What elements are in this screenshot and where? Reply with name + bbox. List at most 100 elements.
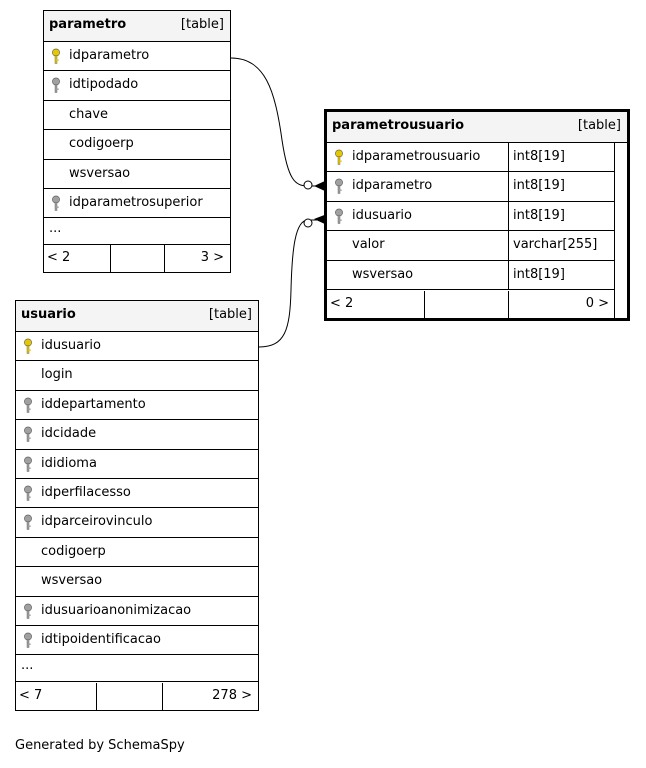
crowfoot-icon	[314, 180, 327, 192]
no-key-spacer	[50, 136, 62, 153]
foreign-key-icon	[50, 77, 62, 94]
parents-count-cell[interactable]: < 7	[16, 683, 96, 710]
column-row[interactable]: idusuario int8[19]	[327, 201, 615, 232]
column-row[interactable]: valor varchar[255]	[327, 231, 615, 261]
column-row[interactable]: idparceirovinculo	[16, 508, 258, 538]
connector-end-circle	[303, 218, 313, 228]
column-type-cell: int8[19]	[508, 172, 615, 201]
foreign-key-icon	[22, 485, 34, 502]
column-type: varchar[255]	[513, 237, 598, 253]
table-name[interactable]: parametro	[49, 17, 127, 32]
connector-usuario-to-parametrousuario	[258, 219, 327, 348]
column-row[interactable]: idparametrousuario int8[19]	[327, 143, 615, 173]
no-key-spacer	[333, 267, 345, 284]
column-row[interactable]: idusuario	[16, 332, 258, 362]
column-row[interactable]: wsversao	[44, 160, 230, 189]
column-type-cell: varchar[255]	[508, 231, 615, 260]
no-key-spacer	[50, 166, 62, 183]
table-parametro[interactable]: parametro [table] idparametro idtipodado c…	[43, 10, 231, 273]
column-name: iddepartamento	[41, 396, 146, 412]
column-name: idparametrosuperior	[69, 194, 203, 210]
column-name: chave	[69, 106, 109, 122]
parents-count-cell[interactable]: < 2	[327, 291, 424, 318]
column-name: wsversao	[41, 573, 103, 589]
foreign-key-icon	[22, 632, 34, 649]
children-count[interactable]: 278 >	[212, 688, 252, 703]
column-name: idusuarioanonimizacao	[41, 602, 192, 618]
column-row[interactable]: idtipodado	[44, 71, 230, 101]
parents-count[interactable]: < 2	[47, 250, 71, 265]
children-count[interactable]: 3 >	[200, 250, 224, 265]
foreign-key-icon	[22, 426, 34, 443]
column-name: valor	[352, 237, 385, 253]
column-name: wsversao	[69, 165, 131, 181]
parents-count-cell[interactable]: < 2	[44, 245, 110, 272]
column-name: idparceirovinculo	[41, 514, 153, 530]
column-type: int8[19]	[513, 266, 565, 282]
column-row[interactable]: ididioma	[16, 450, 258, 479]
parents-count[interactable]: < 7	[19, 688, 43, 703]
children-count-cell[interactable]: 0 >	[508, 291, 615, 318]
no-key-spacer	[22, 544, 34, 561]
foreign-key-icon	[22, 456, 34, 473]
primary-key-icon	[22, 338, 34, 355]
children-count[interactable]: 0 >	[585, 296, 609, 311]
ellipsis-label: ...	[21, 658, 34, 674]
table-usuario[interactable]: usuario [table] idusuario login iddepartam…	[15, 300, 259, 711]
no-key-spacer	[22, 573, 34, 590]
column-name: idparametro	[69, 48, 150, 63]
column-row[interactable]: idcidade	[16, 420, 258, 450]
column-row[interactable]: idparametrosuperior	[44, 189, 230, 219]
children-count-cell[interactable]: 278 >	[162, 683, 258, 710]
footer-spacer	[96, 683, 163, 710]
column-row[interactable]: codigoerp	[44, 130, 230, 160]
column-type-cell: int8[19]	[508, 143, 615, 172]
foreign-key-icon	[333, 208, 345, 225]
table-type-label: [table]	[180, 17, 224, 32]
column-name: idtipodado	[69, 77, 139, 93]
table-header: parametro [table]	[44, 11, 230, 42]
ellipsis-label: ...	[49, 221, 62, 237]
column-row[interactable]: login	[16, 361, 258, 391]
more-columns-row: ...	[16, 655, 258, 683]
table-name[interactable]: parametrousuario	[332, 118, 464, 133]
column-row[interactable]: iddepartamento	[16, 391, 258, 421]
parents-count[interactable]: < 2	[330, 296, 354, 311]
primary-key-icon	[333, 149, 345, 166]
column-type: int8[19]	[513, 178, 565, 194]
column-row[interactable]: wsversao	[16, 567, 258, 597]
primary-key-icon	[50, 48, 62, 65]
table-name[interactable]: usuario	[21, 307, 76, 322]
table-parametrousuario[interactable]: parametrousuario [table] idparametrousua…	[324, 109, 630, 321]
column-row[interactable]: idusuarioanonimizacao	[16, 597, 258, 626]
column-row[interactable]: idtipoidentificacao	[16, 626, 258, 656]
children-count-cell[interactable]: 3 >	[164, 245, 230, 272]
column-name: idusuario	[352, 207, 412, 223]
table-footer: < 2 0 >	[327, 291, 615, 318]
no-key-spacer	[333, 237, 345, 254]
generated-by-credit: Generated by SchemaSpy	[15, 738, 185, 753]
footer-spacer	[110, 245, 165, 272]
column-name: idparametrousuario	[352, 149, 481, 164]
foreign-key-icon	[333, 178, 345, 195]
column-name: ididioma	[41, 455, 97, 471]
table-header: usuario [table]	[16, 301, 258, 332]
connector-parametro-to-parametrousuario	[230, 57, 327, 187]
column-row[interactable]: idperfilacesso	[16, 479, 258, 509]
foreign-key-icon	[50, 195, 62, 212]
column-name: idcidade	[41, 426, 97, 442]
column-name: login	[41, 367, 73, 383]
column-name: wsversao	[352, 266, 414, 282]
column-row[interactable]: chave	[44, 101, 230, 131]
column-row[interactable]: idparametro	[44, 42, 230, 72]
column-row[interactable]: codigoerp	[16, 538, 258, 568]
column-row[interactable]: wsversao int8[19]	[327, 260, 615, 290]
table-type-label: [table]	[208, 307, 252, 322]
footer-spacer	[424, 291, 509, 318]
column-type: int8[19]	[513, 207, 565, 223]
foreign-key-icon	[22, 514, 34, 531]
column-type-cell: int8[19]	[508, 201, 615, 231]
no-key-spacer	[22, 367, 34, 384]
